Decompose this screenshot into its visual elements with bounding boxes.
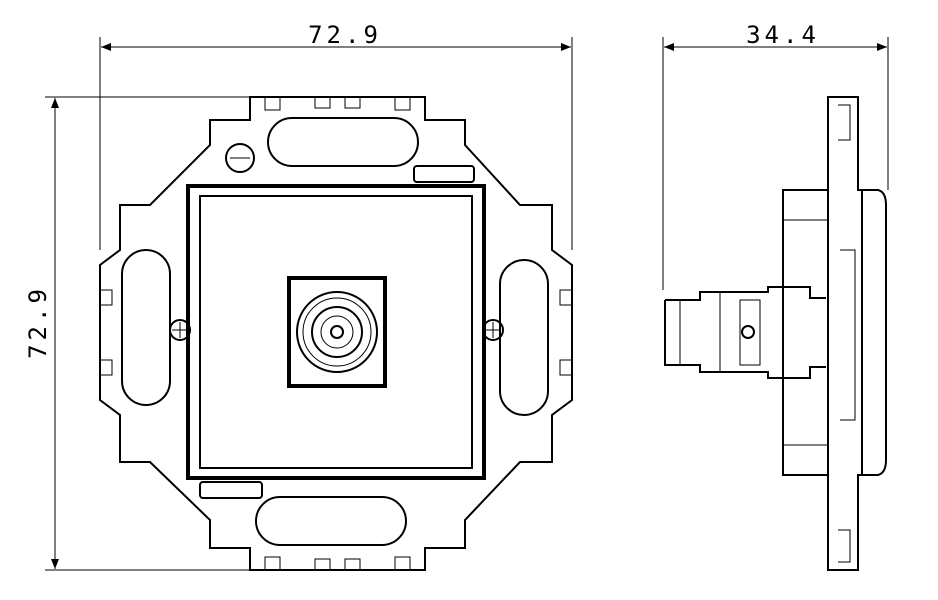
screw-icon — [169, 143, 504, 341]
side-view — [664, 96, 887, 571]
front-view — [99, 96, 573, 571]
cover-plate — [199, 195, 473, 469]
dimension-front-height: 72.9 — [24, 96, 260, 571]
cover-frame — [186, 184, 486, 480]
side-cover-front — [862, 189, 887, 476]
dimension-label-height: 72.9 — [24, 285, 52, 359]
claw-slot-bottom — [255, 496, 407, 546]
dimension-side-depth: 34.4 — [662, 21, 889, 290]
dimension-front-width: 72.9 — [99, 21, 573, 250]
coax-socket-icon — [296, 291, 378, 373]
claw-slot-top — [267, 117, 419, 167]
dimension-label-width: 72.9 — [308, 21, 382, 49]
brand-label-plate — [413, 165, 475, 183]
coax-module — [287, 276, 387, 388]
brand-label-plate — [199, 481, 263, 499]
side-body — [782, 189, 829, 476]
side-mounting-plate — [827, 96, 863, 571]
side-connector — [664, 286, 826, 379]
mounting-frame-outline — [99, 96, 573, 571]
claw-slot-right — [499, 259, 549, 416]
dimension-label-depth: 34.4 — [746, 21, 820, 49]
claw-slot-left — [121, 249, 171, 406]
